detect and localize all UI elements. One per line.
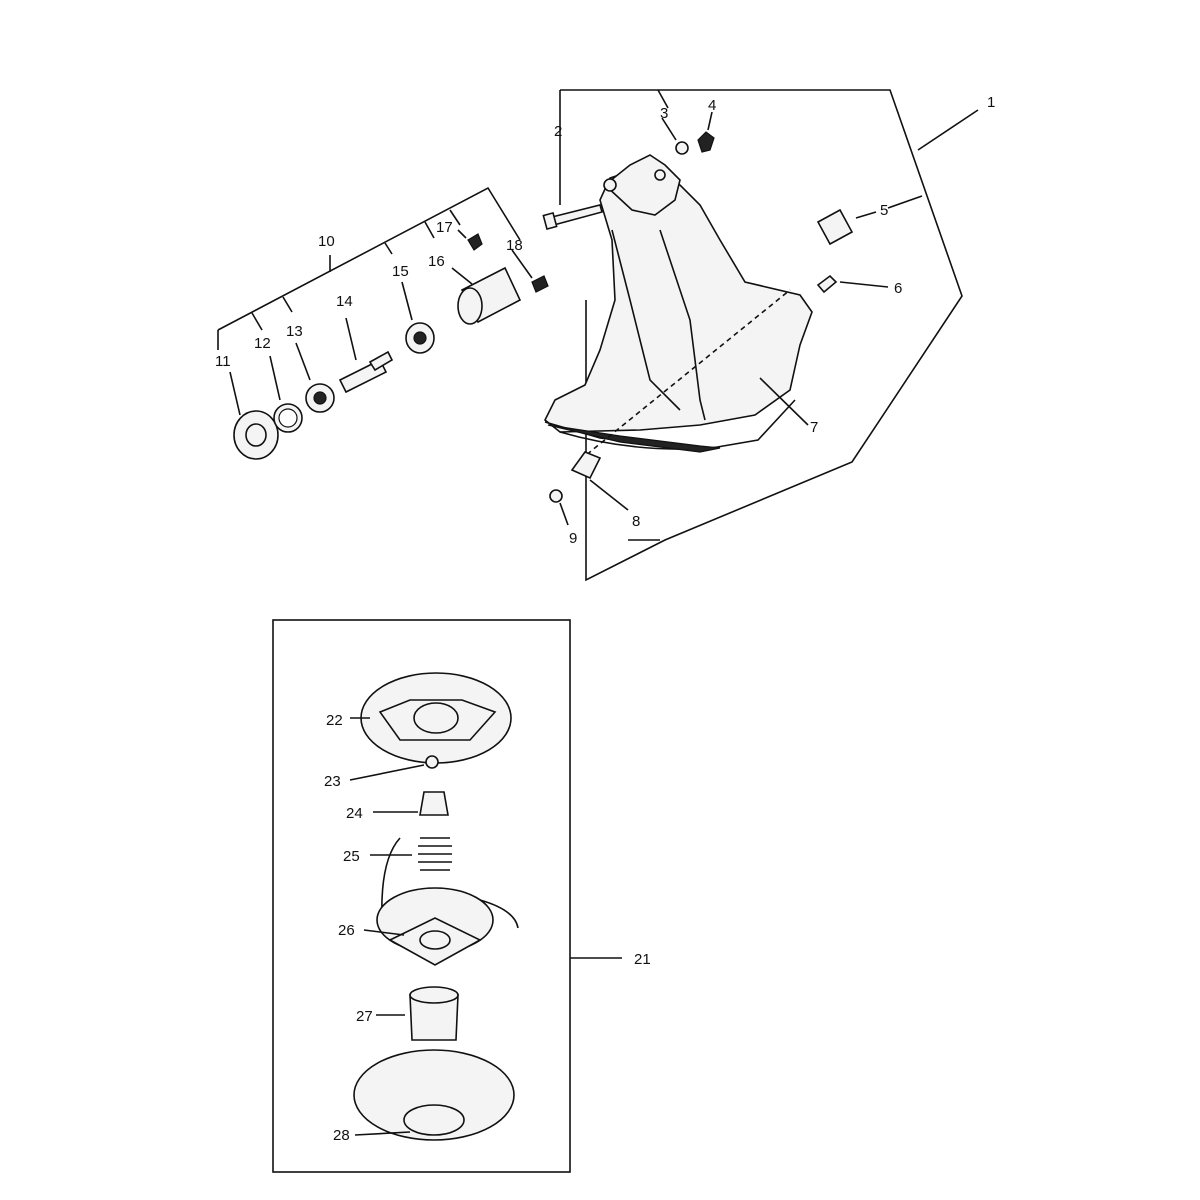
callout-9: 9 (569, 530, 577, 547)
top-cover-part-22 (350, 672, 512, 764)
eyelet-part-27 (376, 986, 459, 1041)
screw-part-23 (349, 755, 439, 781)
callout-13: 13 (286, 323, 303, 340)
callout-23: 23 (324, 773, 341, 790)
callout-12: 12 (254, 335, 271, 352)
gearbox-bracket-lines (217, 186, 521, 350)
callout-4: 4 (708, 97, 716, 114)
callout-5: 5 (880, 202, 888, 219)
callout-16: 16 (428, 253, 445, 270)
spool-part-26 (363, 887, 519, 966)
guard-bracket-lines (559, 89, 979, 582)
callout-14: 14 (336, 293, 353, 310)
screw-part-17 (457, 229, 483, 251)
bearing-part-13 (295, 342, 335, 413)
callout-17: 17 (436, 219, 453, 236)
bolt-part-2 (542, 204, 603, 231)
callout-10: 10 (318, 233, 335, 250)
trimmer-head-box (272, 619, 571, 1173)
callout-7: 7 (810, 419, 818, 436)
label-part-5 (816, 208, 854, 246)
shaft-part-14 (338, 317, 394, 394)
callout-2: 2 (554, 123, 562, 140)
callout-8: 8 (632, 513, 640, 530)
bottom-cover-part-28 (353, 1049, 515, 1141)
bearing-part-15 (401, 281, 435, 354)
callout-22: 22 (326, 712, 343, 729)
callout-6: 6 (894, 280, 902, 297)
callout-15: 15 (392, 263, 409, 280)
nut-part-9 (549, 489, 563, 503)
callout-27: 27 (356, 1008, 373, 1025)
screw-part-18 (511, 249, 549, 293)
line-cutter-part-8 (570, 451, 602, 480)
grass-guard (543, 154, 813, 461)
bearing-cap-part-11 (229, 371, 279, 460)
callout-18: 18 (506, 237, 523, 254)
callout-1: 1 (987, 94, 995, 111)
gear-housing-part-16 (451, 266, 522, 325)
callout-25: 25 (343, 848, 360, 865)
wing-nut-part-4 (697, 131, 715, 153)
callout-3: 3 (660, 105, 668, 122)
washer-part-3 (675, 141, 689, 155)
callout-24: 24 (346, 805, 363, 822)
callout-11: 11 (215, 353, 231, 370)
callout-28: 28 (333, 1127, 350, 1144)
screw-part-6 (816, 274, 838, 294)
callout-21: 21 (634, 951, 651, 968)
nut-part-24 (373, 791, 449, 816)
callout-26: 26 (338, 922, 355, 939)
snap-ring-part-12 (269, 355, 303, 433)
